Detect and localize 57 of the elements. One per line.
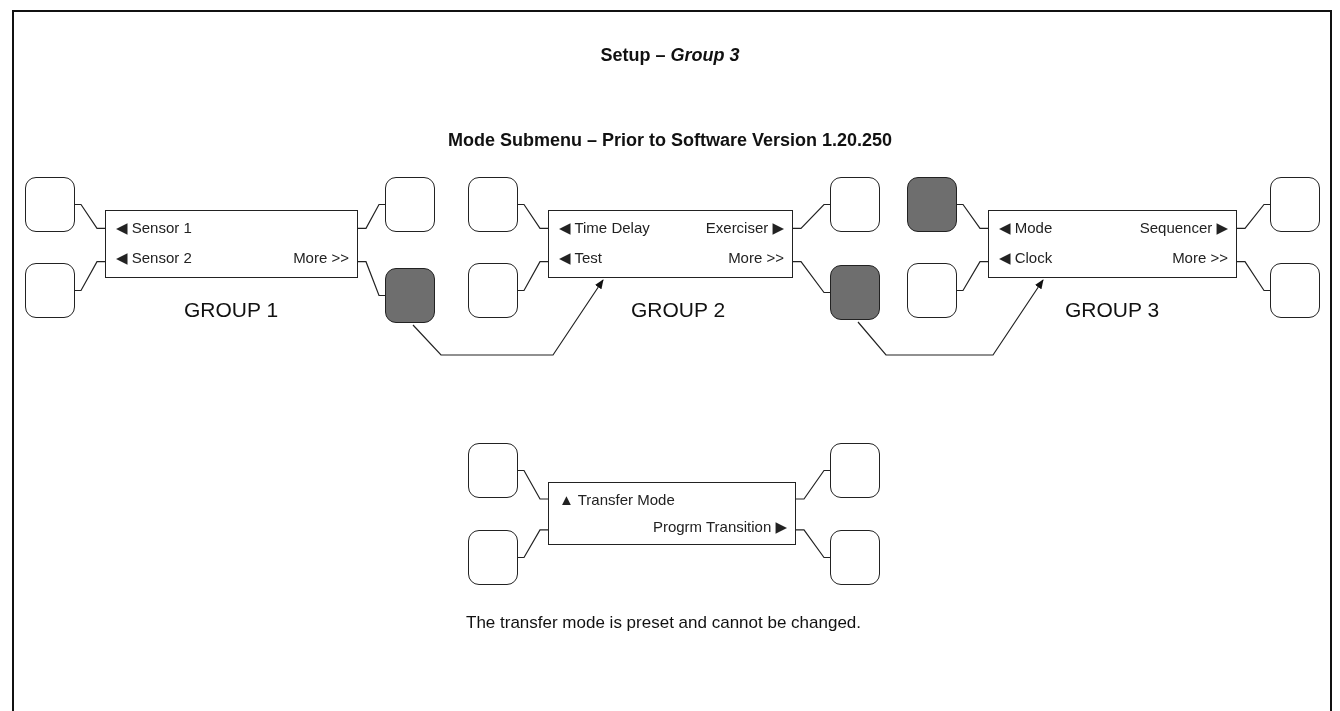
- menu-item: More >>: [293, 249, 349, 266]
- display-screen: [548, 210, 793, 278]
- arrow: [412, 279, 604, 356]
- display-screen: [548, 482, 796, 545]
- connector-line: [1236, 203, 1271, 229]
- connector-line: [956, 261, 989, 292]
- connector-line: [795, 529, 831, 559]
- connector-line: [792, 203, 831, 229]
- keypad-button: [907, 263, 957, 318]
- keypad-button: [468, 530, 518, 585]
- menu-item: ◀ Clock: [999, 249, 1053, 267]
- keypad-button: [1270, 263, 1320, 318]
- keypad-button: [25, 177, 75, 232]
- menu-item: ◀ Sensor 1: [116, 219, 192, 237]
- keypad-button: [468, 177, 518, 232]
- connector-line: [74, 203, 106, 229]
- display-screen: [988, 210, 1237, 278]
- menu-item: ◀ Time Delay: [559, 219, 650, 237]
- menu-item: More >>: [728, 249, 784, 266]
- connector-line: [357, 203, 386, 229]
- subtitle: Mode Submenu – Prior to Software Version 1.20.250: [447, 130, 893, 151]
- connector-line: [956, 203, 989, 229]
- connector-line: [517, 469, 549, 500]
- title: Setup – Group 3: [600, 45, 740, 66]
- connector-line: [1236, 261, 1271, 292]
- menu-item: More >>: [1172, 249, 1228, 266]
- menu-item: ◀ Mode: [999, 219, 1053, 237]
- menu-item: Progrm Transition ▶: [652, 518, 787, 536]
- connector-line: [357, 261, 386, 297]
- keypad-button: [830, 265, 880, 320]
- menu-item: ▲ Transfer Mode: [559, 491, 675, 508]
- keypad-button: [830, 177, 880, 232]
- group-label: GROUP 3: [1064, 298, 1160, 322]
- keypad-button: [468, 263, 518, 318]
- keypad-button: [385, 177, 435, 232]
- keypad-button: [830, 443, 880, 498]
- connector-line: [795, 469, 831, 500]
- menu-item: ◀ Sensor 2: [116, 249, 192, 267]
- keypad-button: [907, 177, 957, 232]
- keypad-button: [385, 268, 435, 323]
- note-text: The transfer mode is preset and cannot be changed.: [466, 612, 863, 634]
- display-screen: [105, 210, 358, 278]
- keypad-button: [25, 263, 75, 318]
- connector-line: [792, 261, 831, 294]
- connector-line: [74, 261, 106, 292]
- menu-item: Exerciser ▶: [705, 219, 784, 237]
- keypad-button: [830, 530, 880, 585]
- arrow: [857, 279, 1044, 356]
- keypad-button: [1270, 177, 1320, 232]
- connector-line: [517, 261, 549, 292]
- keypad-button: [468, 443, 518, 498]
- connector-line: [517, 529, 549, 559]
- connector-line: [517, 203, 549, 229]
- menu-item: Sequencer ▶: [1139, 219, 1228, 237]
- menu-item: ◀ Test: [559, 249, 602, 267]
- group-label: GROUP 2: [630, 298, 726, 322]
- group-label: GROUP 1: [183, 298, 279, 322]
